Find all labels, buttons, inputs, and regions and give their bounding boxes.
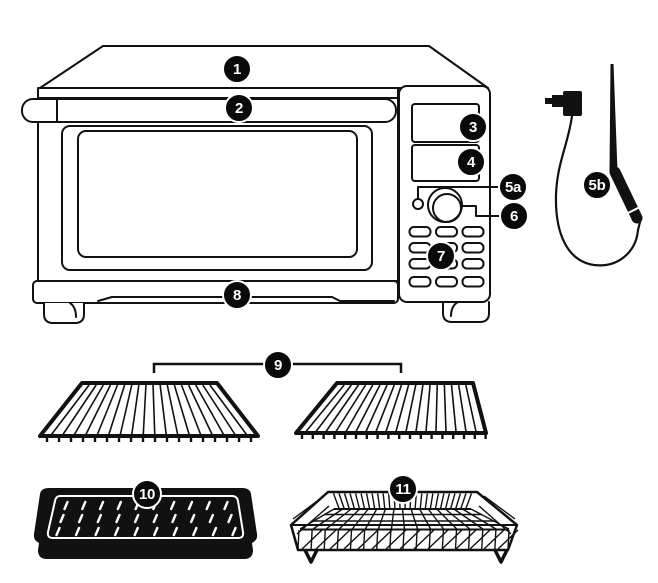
callout-control-knob: 6 <box>499 201 529 231</box>
crumb-tray-slot <box>97 296 395 302</box>
callout-crumb-tray: 8 <box>222 280 252 310</box>
basket-foot-left <box>303 549 319 564</box>
oven-top-face <box>39 45 489 89</box>
probe-cord <box>554 114 642 267</box>
door-handle <box>21 98 397 123</box>
foot-right <box>442 301 490 323</box>
foot-left <box>43 302 85 324</box>
basket-foot-right <box>493 549 509 564</box>
callout-lower-display: 4 <box>456 147 486 177</box>
leader-5a <box>417 186 500 199</box>
oven-rack-right <box>294 381 488 439</box>
callout-temperature-probe: 5b <box>582 170 612 200</box>
leader-6 <box>461 205 501 217</box>
callout-baking-pan: 10 <box>132 479 162 509</box>
callout-door-handle: 2 <box>224 93 254 123</box>
air-fry-basket-illustration <box>289 490 519 564</box>
baking-pan-illustration <box>33 488 258 559</box>
oven-body <box>21 45 490 324</box>
callout-control-buttons: 7 <box>426 241 456 271</box>
oven-rack-left <box>38 381 260 442</box>
probe-needle <box>609 64 618 171</box>
control-knob-inner <box>432 193 462 223</box>
temperature-probe-illustration <box>545 64 643 267</box>
callout-oven-racks: 9 <box>263 350 293 380</box>
probe-plug-tip <box>545 98 553 104</box>
callout-probe-jack: 5a <box>498 172 528 202</box>
callout-air-fry-basket: 11 <box>388 474 418 504</box>
door-window-frame <box>61 125 373 271</box>
callout-oven-top: 1 <box>222 54 252 84</box>
base-band <box>32 280 399 304</box>
door-window-glass <box>77 130 358 258</box>
callout-upper-display: 3 <box>458 112 488 142</box>
probe-plug-arm <box>552 95 568 107</box>
